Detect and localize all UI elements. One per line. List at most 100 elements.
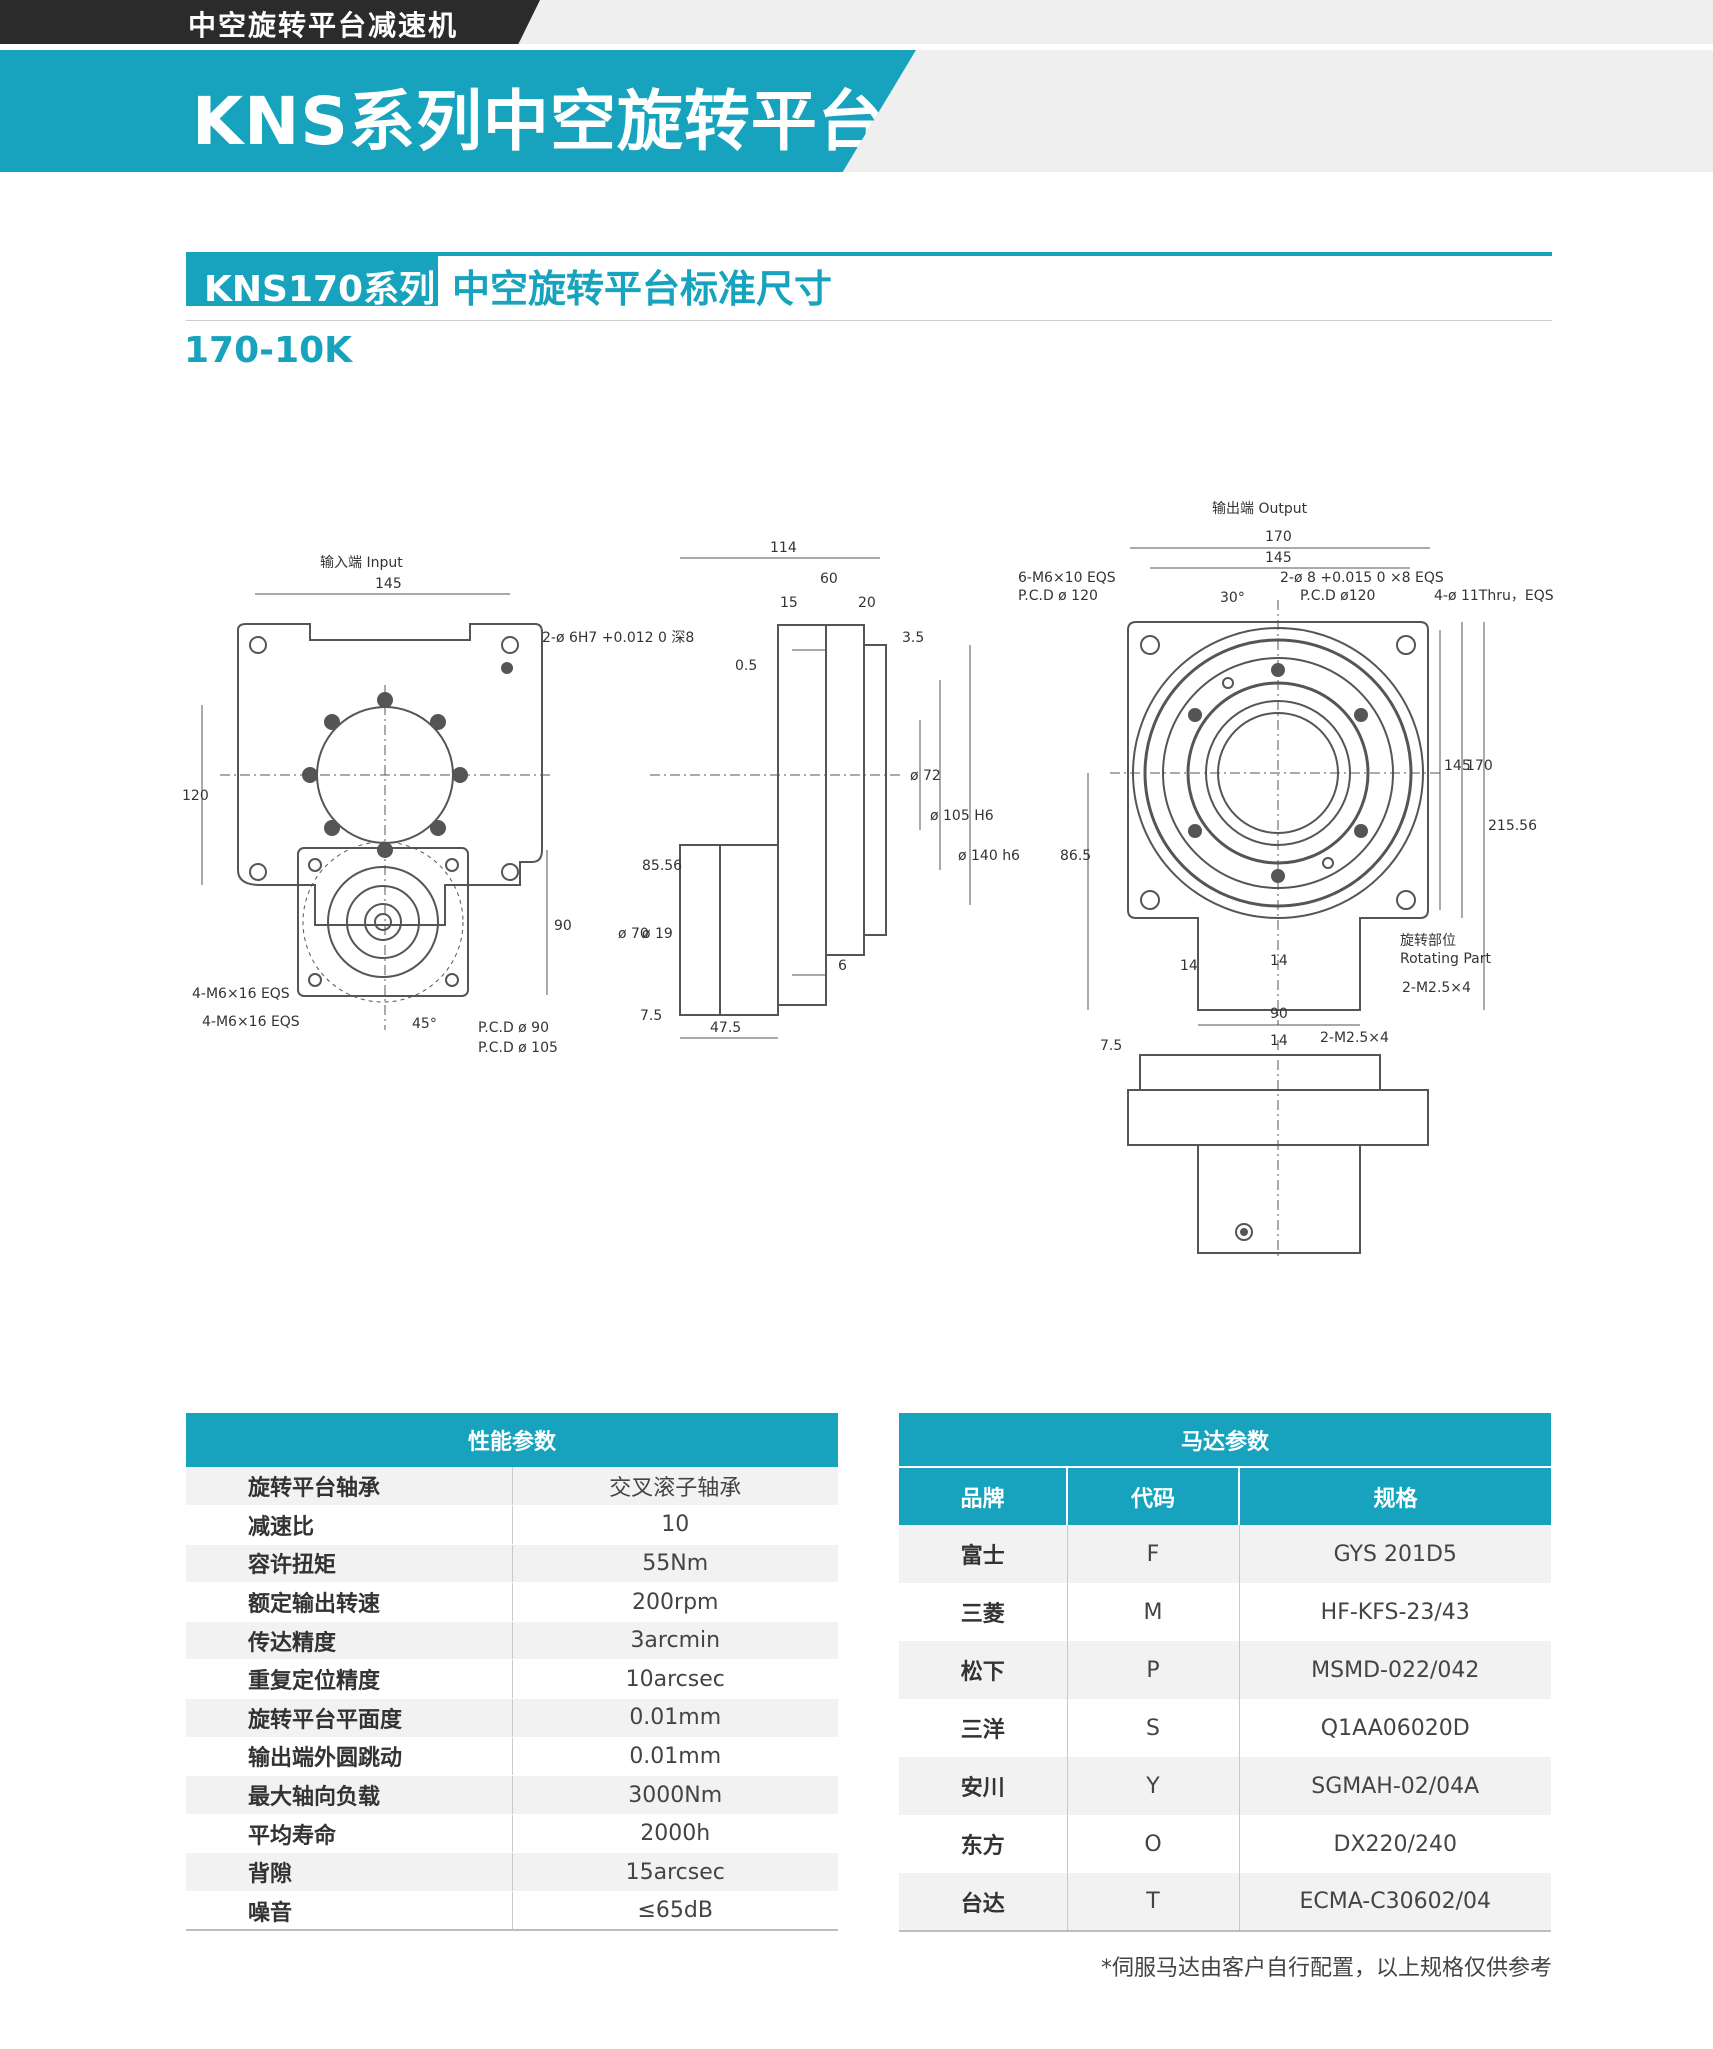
dim-bore-105: ø 105 H6 <box>930 808 994 824</box>
side-view: 114 60 15 20 3.5 0.5 ø 72 ø 105 H6 ø 140… <box>618 540 1020 1039</box>
dim-screw-b: 4-M6×16 EQS <box>202 1014 300 1030</box>
param-name: 容许扭矩 <box>186 1544 512 1584</box>
dim-output-m25-b: 2-M2.5×4 <box>1320 1030 1389 1046</box>
param-value: 0.01mm <box>511 1698 838 1738</box>
table-row: 噪音≤65dB <box>186 1891 838 1932</box>
dim-output-14b: 14 <box>1270 953 1288 969</box>
dim-side-0-5: 0.5 <box>735 658 757 674</box>
motor-brand: 松下 <box>899 1641 1067 1699</box>
motor-spec: MSMD-022/042 <box>1238 1641 1551 1699</box>
category-label: 中空旋转平台减速机 <box>188 9 459 42</box>
dim-output-86: 86.5 <box>1060 848 1091 864</box>
dim-bore-140: ø 140 h6 <box>958 848 1020 864</box>
dim-output-v145: 145 <box>1444 758 1471 774</box>
dim-motor-flange: 90 <box>554 918 572 934</box>
dim-output-7-5: 7.5 <box>1100 1038 1122 1054</box>
motor-title: 马达参数 <box>899 1413 1551 1467</box>
motor-code: F <box>1066 1525 1239 1583</box>
motor-brand: 三洋 <box>899 1699 1067 1757</box>
dim-output-thru: 4-ø 11Thru，EQS <box>1434 588 1554 604</box>
dim-side-6: 6 <box>838 958 847 974</box>
dim-output-v170: 170 <box>1466 758 1493 774</box>
param-name: 传达精度 <box>186 1621 512 1661</box>
section-rule-top <box>186 252 1552 256</box>
dim-output-170: 170 <box>1265 529 1292 545</box>
motor-spec: Q1AA06020D <box>1238 1699 1551 1757</box>
param-value: 55Nm <box>511 1544 838 1584</box>
dim-shaft-70: ø 70 <box>618 926 649 942</box>
performance-title: 性能参数 <box>186 1413 838 1467</box>
param-value: 3000Nm <box>511 1775 838 1815</box>
footnote: *伺服马达由客户自行配置，以上规格仅供参考 <box>1100 1956 1552 1981</box>
param-name: 旋转平台平面度 <box>186 1698 512 1738</box>
dim-side-3-5: 3.5 <box>902 630 924 646</box>
motor-spec: GYS 201D5 <box>1238 1525 1551 1583</box>
param-value: 3arcmin <box>511 1621 838 1661</box>
motor-spec: ECMA-C30602/04 <box>1238 1873 1551 1932</box>
dim-output-m25-a: 2-M2.5×4 <box>1402 980 1471 996</box>
motor-brand: 东方 <box>899 1815 1067 1873</box>
output-label: 输出端 Output <box>1212 501 1308 517</box>
motor-brand: 台达 <box>899 1873 1067 1932</box>
motor-code: Y <box>1066 1757 1239 1815</box>
title-banner: KNS系列中空旋转平台 <box>0 50 916 172</box>
param-value: 2000h <box>511 1814 838 1854</box>
dim-side-47-5: 47.5 <box>710 1020 741 1036</box>
param-value: 200rpm <box>511 1582 838 1622</box>
dim-output-14c: 14 <box>1270 1033 1288 1049</box>
table-row: 旋转平台轴承交叉滚子轴承 <box>186 1467 838 1507</box>
param-name: 平均寿命 <box>186 1814 512 1854</box>
param-name: 旋转平台轴承 <box>186 1467 512 1507</box>
dim-input-width: 145 <box>375 576 402 592</box>
dim-output-14a: 14 <box>1180 958 1198 974</box>
dim-side-15: 15 <box>780 595 798 611</box>
motor-header-brand: 品牌 <box>899 1466 1067 1525</box>
param-name: 噪音 <box>186 1891 512 1932</box>
dim-output-145: 145 <box>1265 550 1292 566</box>
dim-output-90: 90 <box>1270 1006 1288 1022</box>
dim-pin-hole: 2-ø 6H7 +0.012 0 深8 <box>542 630 694 646</box>
motor-brand: 安川 <box>899 1757 1067 1815</box>
motor-code: M <box>1066 1583 1239 1641</box>
dim-side-20: 20 <box>858 595 876 611</box>
param-value: 交叉滚子轴承 <box>511 1467 838 1507</box>
dim-side-60: 60 <box>820 571 838 587</box>
output-view: 输出端 Output 170 145 6-M6×10 EQS P.C.D ø 1… <box>1018 501 1554 1260</box>
rotating-part-en: Rotating Part <box>1400 951 1491 967</box>
section-title: 中空旋转平台标准尺寸 <box>452 267 833 311</box>
dim-input-height: 120 <box>182 788 209 804</box>
param-value: 15arcsec <box>511 1852 838 1893</box>
motor-code: T <box>1066 1873 1239 1932</box>
dim-screw-a: 4-M6×16 EQS <box>192 986 290 1002</box>
dim-output-screws: 6-M6×10 EQS <box>1018 570 1116 586</box>
dim-output-pcd-a: P.C.D ø 120 <box>1018 588 1098 604</box>
motor-brand: 富士 <box>899 1525 1067 1583</box>
param-name: 输出端外圆跳动 <box>186 1737 512 1777</box>
dim-shaft-19: ø 19 <box>642 926 673 942</box>
dim-output-pcd-b: P.C.D ø120 <box>1300 588 1375 604</box>
rotating-part-cn: 旋转部位 <box>1400 933 1456 949</box>
dim-angle: 45° <box>412 1016 437 1032</box>
section-rule-bottom <box>186 320 1552 321</box>
input-label: 输入端 Input <box>320 555 403 571</box>
banner-title: KNS系列中空旋转平台 <box>192 83 885 160</box>
motor-brand: 三菱 <box>899 1583 1067 1641</box>
param-name: 最大轴向负载 <box>186 1775 512 1815</box>
param-value: 0.01mm <box>511 1737 838 1777</box>
model-label: 170-10K <box>184 330 353 371</box>
motor-code: P <box>1066 1641 1239 1699</box>
motor-code: S <box>1066 1699 1239 1757</box>
